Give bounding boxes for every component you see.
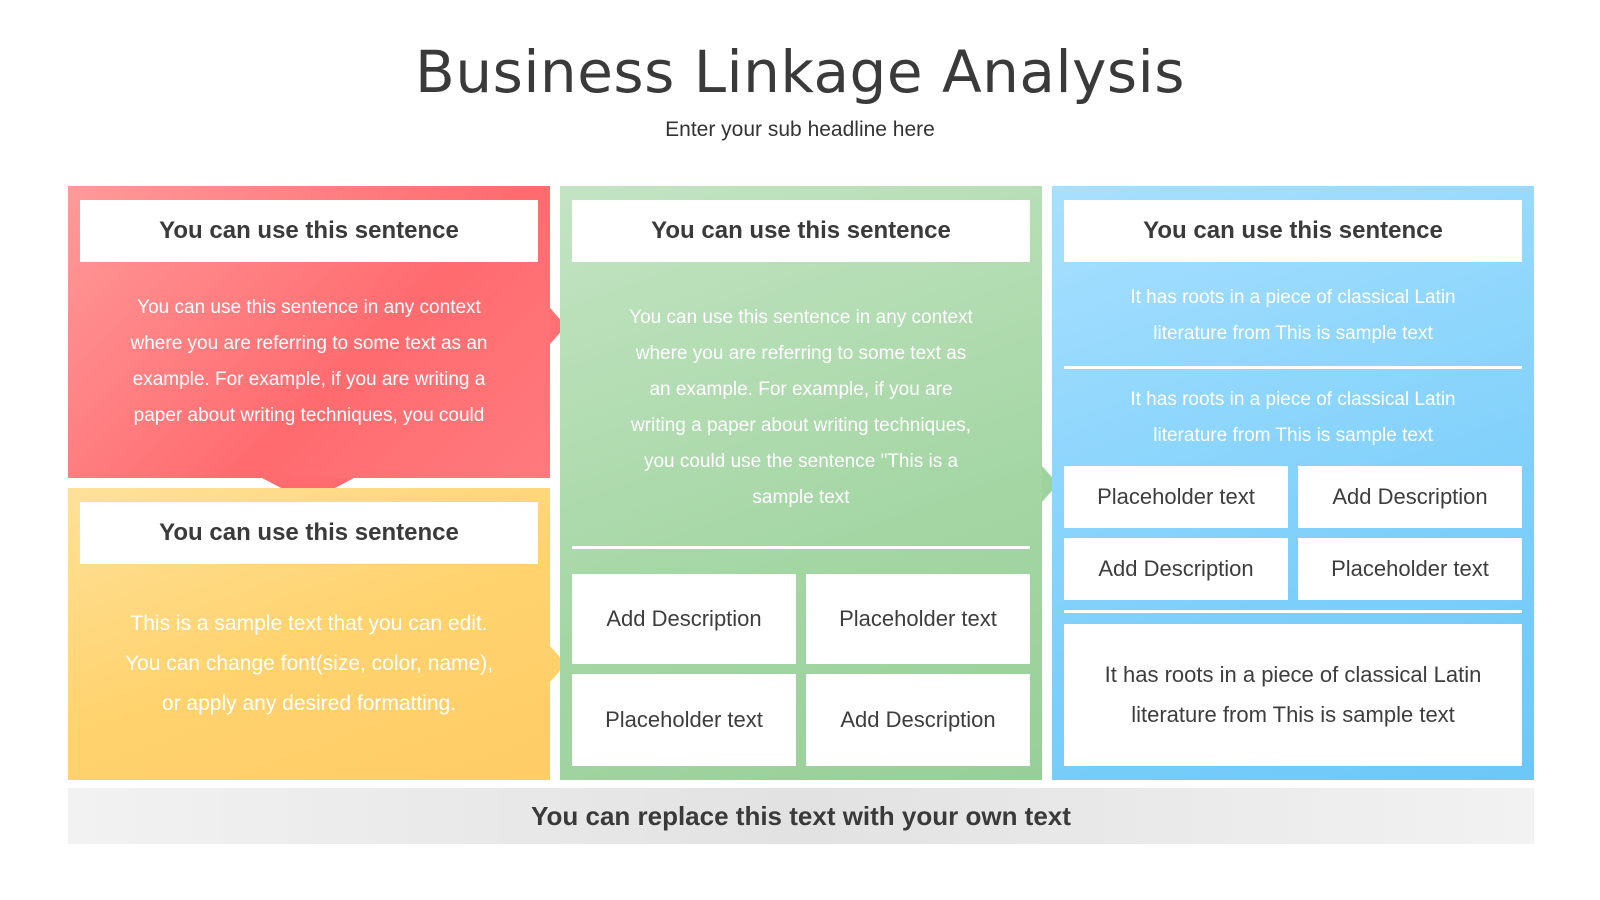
green-divider bbox=[572, 546, 1030, 549]
green-line: sample text bbox=[752, 487, 850, 508]
blue-divider bbox=[1064, 610, 1522, 613]
red-line: paper about writing techniques, you coul… bbox=[133, 405, 485, 426]
yellow-line: You can change font(size, color, name), bbox=[124, 652, 494, 675]
footer-banner: You can replace this text with your own … bbox=[68, 788, 1534, 844]
red-line: example. For example, if you are writing… bbox=[132, 369, 486, 390]
blue-line: literature from This is sample text bbox=[1153, 425, 1433, 446]
blue-panel-heading: You can use this sentence bbox=[1064, 200, 1522, 262]
blue-divider bbox=[1064, 366, 1522, 369]
green-line: You can use this sentence in any context bbox=[629, 307, 973, 328]
green-line: an example. For example, if you are bbox=[649, 379, 953, 400]
page-title: Business Linkage Analysis bbox=[415, 38, 1185, 106]
blue-text-block-1: It has roots in a piece of classical Lat… bbox=[1064, 280, 1522, 352]
yellow-line: or apply any desired formatting. bbox=[161, 692, 457, 715]
blue-cell: Placeholder text bbox=[1298, 538, 1522, 600]
green-cell: Add Description bbox=[572, 574, 796, 664]
blue-cell: Add Description bbox=[1064, 538, 1288, 600]
yellow-panel-heading: You can use this sentence bbox=[80, 502, 538, 564]
yellow-panel-body: This is a sample text that you can edit.… bbox=[88, 604, 530, 724]
red-panel-body: You can use this sentence in any context… bbox=[88, 290, 530, 434]
blue-panel: You can use this sentence It has roots i… bbox=[1052, 186, 1534, 780]
blue-line: literature from This is sample text bbox=[1153, 323, 1433, 344]
green-panel-body: You can use this sentence in any context… bbox=[580, 300, 1022, 516]
red-line: You can use this sentence in any context bbox=[137, 297, 481, 318]
blue-text-block-2: It has roots in a piece of classical Lat… bbox=[1064, 382, 1522, 454]
green-cell: Placeholder text bbox=[806, 574, 1030, 664]
green-line: where you are referring to some text as bbox=[635, 343, 967, 364]
blue-cell: Placeholder text bbox=[1064, 466, 1288, 528]
red-panel: You can use this sentence You can use th… bbox=[68, 186, 550, 478]
green-line: you could use the sentence "This is a bbox=[643, 451, 959, 472]
green-cell: Add Description bbox=[806, 674, 1030, 766]
blue-line: It has roots in a piece of classical Lat… bbox=[1130, 287, 1456, 308]
yellow-panel: You can use this sentence This is a samp… bbox=[68, 488, 550, 780]
blue-box-line: It has roots in a piece of classical Lat… bbox=[1104, 662, 1482, 687]
green-cell: Placeholder text bbox=[572, 674, 796, 766]
red-panel-heading: You can use this sentence bbox=[80, 200, 538, 262]
blue-cell: Add Description bbox=[1298, 466, 1522, 528]
blue-line: It has roots in a piece of classical Lat… bbox=[1130, 389, 1456, 410]
page-subtitle: Enter your sub headline here bbox=[665, 118, 935, 141]
blue-box-line: literature from This is sample text bbox=[1131, 702, 1455, 727]
yellow-line: This is a sample text that you can edit. bbox=[130, 612, 488, 635]
green-panel: You can use this sentence You can use th… bbox=[560, 186, 1042, 780]
red-line: where you are referring to some text as … bbox=[130, 333, 488, 354]
green-panel-heading: You can use this sentence bbox=[572, 200, 1030, 262]
blue-text-box: It has roots in a piece of classical Lat… bbox=[1064, 624, 1522, 766]
green-line: writing a paper about writing techniques… bbox=[630, 415, 972, 436]
